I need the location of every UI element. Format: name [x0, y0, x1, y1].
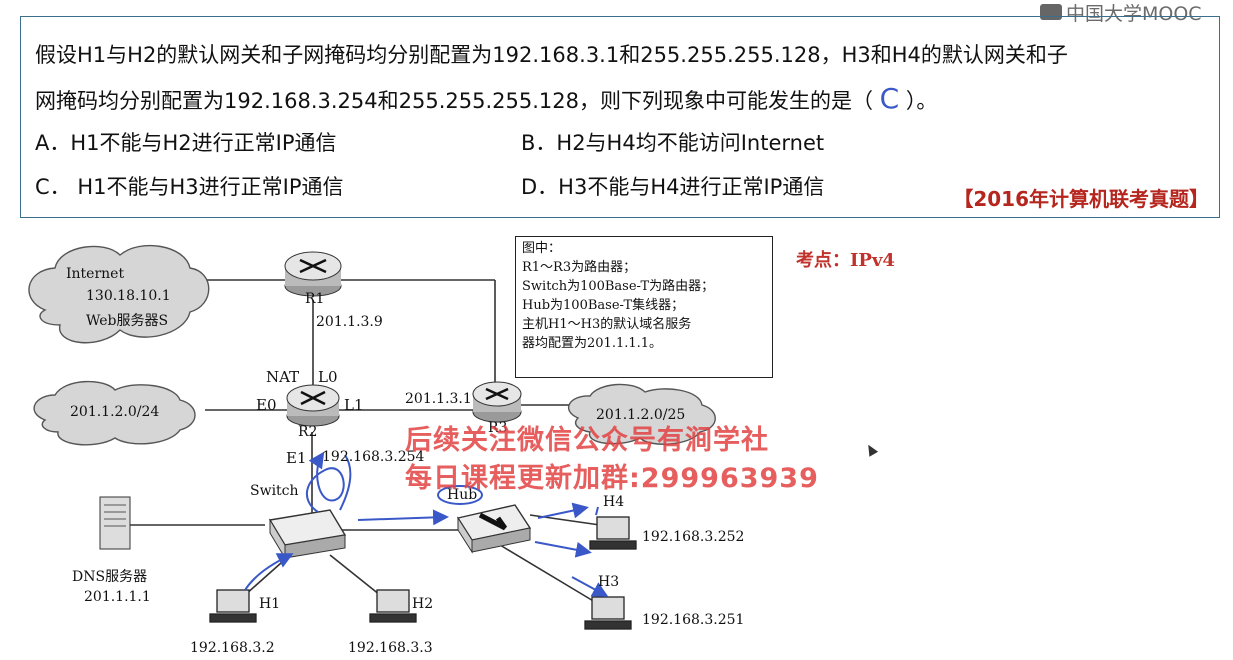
h4-ip-label: 192.168.3.252 — [642, 529, 745, 545]
router-r1 — [284, 251, 342, 297]
e1-ip-label: 192.168.3.254 — [322, 449, 425, 465]
r3-label: R3 — [488, 420, 508, 436]
host-h2-icon — [369, 589, 417, 623]
nat-label: NAT — [266, 368, 300, 386]
handwritten-answer: C — [879, 82, 900, 115]
routers — [284, 251, 522, 427]
router-r2 — [286, 384, 340, 427]
l0-label: L0 — [318, 368, 338, 386]
legend-line: 器均配置为201.1.1.1。 — [522, 336, 663, 351]
mooc-logo-text: 中国大学MOOC — [1066, 2, 1202, 25]
router-r3 — [472, 381, 522, 423]
option-d: D．H3不能与H4进行正常IP通信 — [521, 175, 825, 199]
host-h3-icon — [584, 596, 632, 630]
right-cloud — [567, 383, 716, 445]
legend-line: Switch为100Base-T为路由器； — [522, 279, 715, 294]
dns-server-label: DNS服务器 — [72, 569, 148, 585]
right-cloud-label: 201.1.2.0/25 — [596, 407, 686, 423]
r3-ip-label: 201.1.3.1 — [405, 391, 472, 407]
web-server-label: Web服务器S — [86, 313, 169, 329]
question-line-2-prefix: 网掩码均分别配置为192.168.3.254和255.255.255.128，则… — [35, 89, 880, 113]
question-line-1: 假设H1与H2的默认网关和子网掩码均分别配置为192.168.3.1和255.2… — [35, 43, 1068, 67]
dns-server-icon — [99, 496, 131, 550]
h3-ip-label: 192.168.3.251 — [642, 612, 745, 628]
left-cloud-label: 201.1.2.0/24 — [70, 404, 160, 420]
hosts — [209, 516, 637, 630]
internet-cloud — [28, 244, 210, 344]
handwritten-annotations — [244, 451, 609, 597]
r2-label: R2 — [298, 424, 318, 440]
option-a: A．H1不能与H2进行正常IP通信 — [35, 131, 337, 155]
h2-label: H2 — [412, 596, 434, 612]
internet-label: Internet — [66, 266, 125, 282]
option-b: B．H2与H4均不能访问Internet — [521, 131, 825, 155]
h3-label: H3 — [598, 574, 620, 590]
legend-line: 图中： — [522, 241, 562, 256]
l1-label: L1 — [344, 396, 364, 414]
legend-box: 图中： R1～R3为路由器； Switch为100Base-T为路由器； Hub… — [515, 236, 773, 378]
option-c: C． H1不能与H3进行正常IP通信 — [35, 175, 344, 199]
source-tag: 【2016年计算机联考真题】 — [953, 187, 1209, 211]
switch-label: Switch — [250, 483, 299, 499]
question-box: 假设H1与H2的默认网关和子网掩码均分别配置为192.168.3.1和255.2… — [20, 16, 1220, 218]
internet-ip: 130.18.10.1 — [86, 288, 171, 304]
e0-label: E0 — [256, 396, 277, 414]
watermark-line-2: 每日课程更新加群:299963939 — [405, 463, 819, 494]
legend-line: 主机H1～H3的默认域名服务 — [522, 317, 692, 332]
question-line-2-suffix: ）。 — [899, 89, 938, 113]
r1-ip-label: 201.1.3.9 — [316, 314, 383, 330]
hub-label: Hub — [447, 487, 478, 503]
clouds — [28, 244, 716, 446]
h2-ip-label: 192.168.3.3 — [348, 640, 433, 656]
key-point-label: 考点：IPv4 — [796, 250, 895, 271]
host-h1-icon — [209, 589, 257, 623]
hub-device — [456, 504, 532, 554]
left-cloud — [33, 380, 196, 446]
dns-server-ip: 201.1.1.1 — [84, 589, 151, 605]
watermark-line-1: 后续关注微信公众号有涧学社 — [405, 425, 769, 456]
legend-line: Hub为100Base-T集线器； — [522, 298, 685, 313]
host-h4-icon — [589, 516, 637, 550]
e1-label: E1 — [286, 449, 307, 467]
question-line-2: 网掩码均分别配置为192.168.3.254和255.255.255.128，则… — [35, 85, 937, 115]
switch-device — [268, 509, 347, 560]
h1-label: H1 — [259, 596, 281, 612]
r1-label: R1 — [305, 291, 325, 307]
h1-ip-label: 192.168.3.2 — [190, 640, 275, 656]
h4-label: H4 — [603, 494, 625, 510]
legend-line: R1～R3为路由器； — [522, 260, 637, 275]
